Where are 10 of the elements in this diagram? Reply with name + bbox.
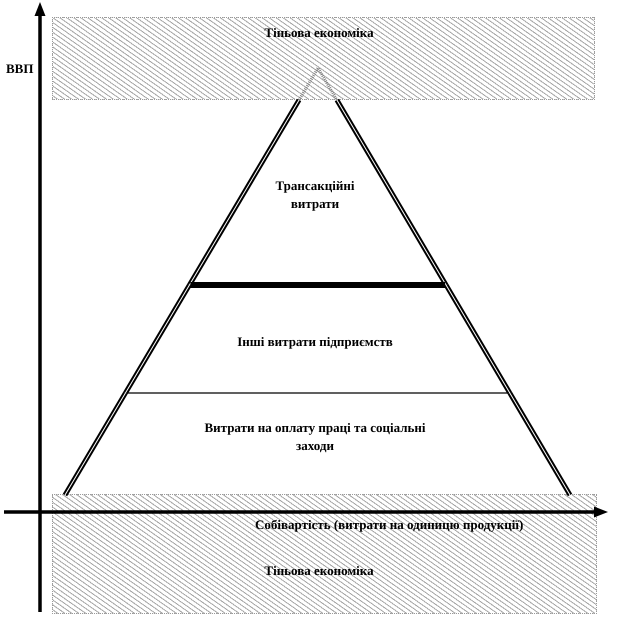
hatched-band xyxy=(52,17,595,100)
tier-label: Трансакційні витрати xyxy=(274,177,356,213)
tier-label: Витрати на оплату праці та соціальні заходи xyxy=(204,419,426,455)
hatched-band xyxy=(52,494,597,614)
axis-label: Собівартість (витрати на одиницю продукції) xyxy=(255,517,524,533)
tier-label: Інші витрати підприємств xyxy=(236,333,394,351)
band-label: Тіньова економіка xyxy=(263,24,375,42)
axis-label: ВВП xyxy=(6,61,34,77)
band-label: Тіньова економіка xyxy=(263,562,375,580)
pyramid-tier xyxy=(60,391,575,497)
